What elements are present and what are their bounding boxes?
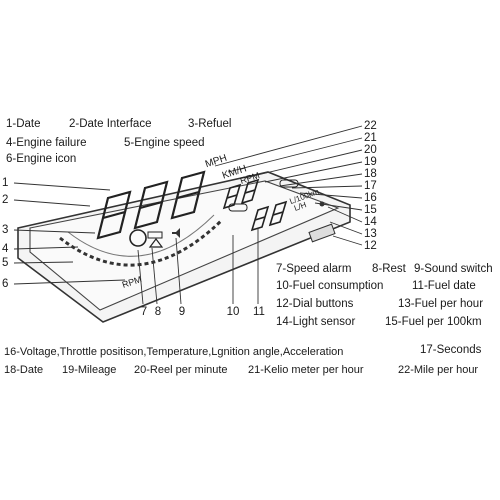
callout-22: 22: [364, 120, 377, 132]
legend-rest: 8-Rest: [372, 263, 406, 275]
legend-dial-buttons: 12-Dial buttons: [276, 298, 354, 310]
callout-12: 12: [364, 240, 377, 252]
legend-voltage-etc: 16-Voltage,Throttle positison,Temperatur…: [4, 346, 344, 358]
leader-lines: [13, 125, 363, 305]
legend-fuel-date: 11-Fuel date: [412, 280, 476, 292]
callout-9: 9: [178, 306, 186, 318]
callout-1: 1: [2, 177, 9, 189]
legend-kelio-meter: 21-Kelio meter per hour: [248, 364, 364, 376]
callout-15: 15: [364, 204, 377, 216]
sound-icon: [172, 228, 180, 238]
legend-seconds: 17-Seconds: [420, 344, 482, 356]
legend-engine-failure: 4-Engine failure: [6, 137, 87, 149]
callout-16: 16: [364, 192, 377, 204]
callout-13: 13: [364, 228, 377, 240]
callout-10: 10: [226, 306, 240, 318]
callout-18: 18: [364, 168, 377, 180]
legend-fuel-consumption: 10-Fuel consumption: [276, 280, 384, 292]
engine-failure-icon: [129, 229, 147, 247]
callout-20: 20: [364, 144, 377, 156]
callout-21: 21: [364, 132, 377, 144]
fuel-capsule-1: [228, 203, 248, 212]
dial-button: [308, 223, 336, 243]
speed-alarm-icon: [148, 238, 164, 248]
callout-3: 3: [2, 224, 9, 236]
legend-fuel-per-100km: 15-Fuel per 100km: [385, 316, 482, 328]
callout-6: 6: [2, 278, 9, 290]
legend-speed-alarm: 7-Speed alarm: [276, 263, 352, 275]
callout-7: 7: [140, 306, 148, 318]
callout-2: 2: [2, 194, 9, 206]
callout-8: 8: [154, 306, 162, 318]
legend-engine-speed: 5-Engine speed: [124, 137, 205, 149]
legend-sound-switch: 9-Sound switch: [414, 263, 493, 275]
legend-reel-per-minute: 20-Reel per minute: [134, 364, 228, 376]
small-digit-display: [222, 178, 288, 232]
callout-5: 5: [2, 257, 9, 269]
callout-14: 14: [364, 216, 377, 228]
legend-mile-per-hour: 22-Mile per hour: [398, 364, 479, 376]
callout-11: 11: [253, 306, 265, 318]
callout-4: 4: [2, 243, 9, 255]
legend-date-18: 18-Date: [4, 364, 44, 376]
rpm-dial-arc: [59, 218, 224, 267]
legend-refuel: 3-Refuel: [188, 118, 232, 130]
legend-date-interface: 2-Date Interface: [69, 118, 152, 130]
big-digit-display: [96, 170, 206, 240]
callout-17: 17: [364, 180, 377, 192]
legend-date: 1-Date: [6, 118, 41, 130]
device-inner-screen: [29, 180, 340, 311]
legend-fuel-per-hour: 13-Fuel per hour: [398, 298, 484, 310]
legend-mileage: 19-Mileage: [62, 364, 117, 376]
legend-light-sensor: 14-Light sensor: [276, 316, 356, 328]
callout-19: 19: [364, 156, 377, 168]
legend-engine-icon: 6-Engine icon: [6, 153, 77, 165]
